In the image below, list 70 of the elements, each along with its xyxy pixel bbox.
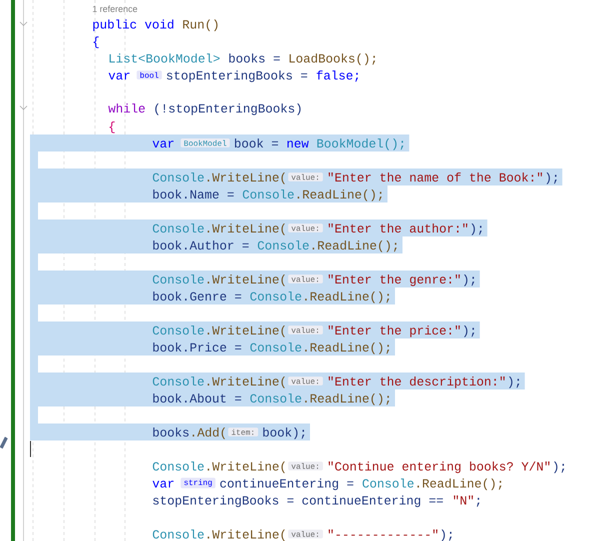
code-token: Console <box>152 376 204 386</box>
code-token: .WriteLine( <box>208 172 285 184</box>
code-token: .ReadLine(); <box>312 240 397 252</box>
code-token: public void <box>93 19 174 32</box>
code-token: "Enter the author:" <box>328 223 468 233</box>
code-token: book.About = <box>153 393 242 403</box>
reference-label: 1 reference <box>92 6 138 12</box>
code-token: Console <box>152 172 204 182</box>
code-token: new <box>288 140 309 148</box>
code-token: var <box>108 72 130 80</box>
code-token: while <box>108 103 145 113</box>
code-token: Console <box>152 274 204 284</box>
code-token: .WriteLine( <box>208 376 285 388</box>
code-token: "Enter the price:" <box>328 325 460 338</box>
code-token: ); <box>546 172 557 184</box>
code-token: Console <box>250 291 302 301</box>
code-token: stopEnteringBooks = continueEntering == <box>153 495 443 508</box>
code-token: { <box>94 36 99 48</box>
code-token: books <box>153 427 189 437</box>
code-token: { <box>110 121 115 134</box>
code-token: .WriteLine( <box>208 529 285 541</box>
code-token: Console <box>362 478 414 488</box>
code-token: .WriteLine( <box>208 461 285 474</box>
code-token: .ReadLine(); <box>305 393 390 406</box>
code-token: "Continue entering books? Y/N" <box>328 461 550 474</box>
code-token: ); <box>554 461 564 474</box>
code-token: (!stopEnteringBooks) <box>155 103 301 116</box>
code-token: "Enter the description:" <box>328 376 505 388</box>
code-token: book = <box>235 138 278 148</box>
code-token: stopEnteringBooks = <box>166 70 308 82</box>
code-token: Run() <box>183 19 218 32</box>
code-token: ); <box>509 376 520 388</box>
code-token: book.Name = <box>153 189 234 199</box>
code-token: false; <box>316 70 358 82</box>
code-token: .ReadLine(); <box>418 478 502 490</box>
code-token: book.Price = <box>153 342 242 352</box>
code-token: "-------------" <box>328 529 438 536</box>
code-token: "Enter the genre:" <box>328 274 460 286</box>
code-token: var <box>152 140 174 148</box>
code-token: .ReadLine(); <box>305 342 390 354</box>
code-token: "N" <box>454 495 473 504</box>
code-token: .ReadLine(); <box>298 189 382 202</box>
code-token: continueEntering = <box>220 478 354 490</box>
code-token: .ReadLine(); <box>305 291 390 304</box>
code-token: .WriteLine( <box>208 325 285 338</box>
code-token: Console <box>250 393 302 403</box>
code-token: book.Genre = <box>153 291 242 301</box>
code-token: Console <box>242 189 294 199</box>
code-token: .WriteLine( <box>208 274 285 286</box>
code-token: ); <box>472 223 482 236</box>
code-token: List<BookModel> <box>110 53 220 63</box>
code-token: books = <box>229 53 280 63</box>
code-token: ); <box>442 529 452 541</box>
code-token: Console <box>258 240 309 250</box>
code-token: book.Author = <box>153 240 249 250</box>
code-token: .WriteLine( <box>208 223 285 236</box>
code-token: Console <box>152 461 204 471</box>
code-token: book); <box>263 427 304 440</box>
code-token: Console <box>152 325 204 335</box>
code-token: Console <box>250 342 302 352</box>
code-token: var <box>152 480 174 488</box>
code-token: ); <box>464 274 474 286</box>
code-token: ); <box>464 325 474 338</box>
code-token: "Enter the name of the Book:" <box>328 172 542 182</box>
code-token: Console <box>152 223 204 233</box>
code-token: LoadBooks(); <box>290 53 376 66</box>
code-token: ; <box>476 498 480 507</box>
code-token: Console <box>152 529 204 539</box>
code-token: .Add( <box>192 427 226 440</box>
code-token: BookModel(); <box>317 138 404 150</box>
